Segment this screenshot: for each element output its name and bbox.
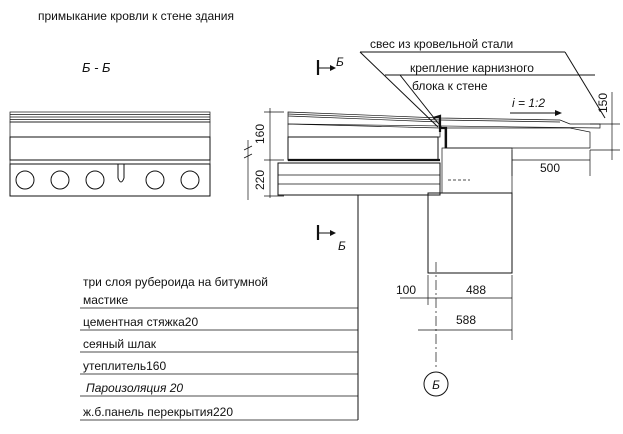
slag-layer xyxy=(9,121,211,138)
detail-insulation xyxy=(287,136,439,161)
dim-500: 500 xyxy=(540,161,560,175)
hollow-core-slab xyxy=(9,163,211,197)
cut-mark-top: Б xyxy=(316,55,344,75)
insulation-layer xyxy=(9,136,211,161)
section-b-b xyxy=(9,111,211,197)
slope-label: i = 1:2 xyxy=(512,96,545,110)
layer-label-roofing-cont: мастике xyxy=(83,293,129,307)
axis-label: Б xyxy=(432,378,440,392)
detail-slab xyxy=(277,162,441,196)
dim-588: 588 xyxy=(456,313,476,327)
dim-100: 100 xyxy=(396,283,416,297)
callout-fastening-line2: блока к стене xyxy=(412,79,488,93)
layer-label-slag: сеяный шлак xyxy=(83,337,157,351)
layer-label-slab: ж.б.панель перекрытия220 xyxy=(83,405,233,419)
drawing-title: примыкание кровли к стене здания xyxy=(38,9,234,23)
layer-label-vapor-barrier: Пароизоляция 20 xyxy=(86,381,183,395)
dimension-right: 150 500 xyxy=(511,92,620,176)
section-label: Б - Б xyxy=(82,60,111,75)
callout-fastening-line1: крепление карнизного xyxy=(410,61,534,75)
screed-layer xyxy=(287,123,441,138)
callouts: свес из кровельной стали крепление карни… xyxy=(359,37,606,129)
brick-wall xyxy=(427,192,513,274)
layer-label-insulation: утеплитель160 xyxy=(83,359,166,373)
eave-detail xyxy=(243,111,601,274)
cut-mark-bottom: Б xyxy=(316,225,346,253)
dim-488: 488 xyxy=(466,283,486,297)
cut-mark-label-bottom: Б xyxy=(338,239,346,253)
layer-label-roofing: три слоя рубероида на битумной xyxy=(83,275,268,289)
callout-roof-steel: свес из кровельной стали xyxy=(370,37,513,51)
dim-220: 220 xyxy=(253,170,267,190)
dimension-left: 160 220 xyxy=(253,108,284,198)
dim-150: 150 xyxy=(596,93,610,113)
layer-label-screed: цементная стяжка20 xyxy=(83,315,198,329)
layer-legend: три слоя рубероида на битумной мастике ц… xyxy=(80,195,359,421)
cut-mark-label-top: Б xyxy=(336,55,344,69)
cornice-block xyxy=(444,127,591,149)
dimension-bottom: 100 488 588 xyxy=(396,262,513,370)
axis-bubble: Б xyxy=(423,371,449,397)
dim-160: 160 xyxy=(253,124,267,144)
